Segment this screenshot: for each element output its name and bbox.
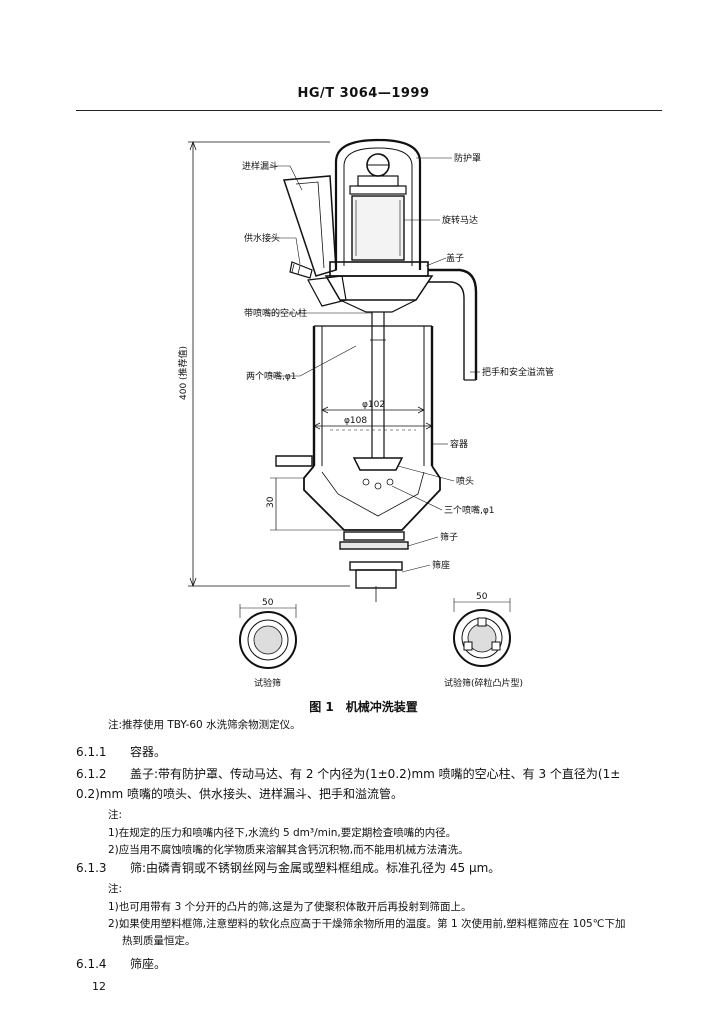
section-text: 筛:由磷青铜或不锈钢丝网与金属或塑料框组成。标准孔径为 45 μm。 — [130, 861, 501, 875]
label-guard-cover: 防护罩 — [454, 152, 481, 164]
section-number: 6.1.1 — [76, 745, 107, 759]
guard-cover — [334, 138, 422, 270]
notes-613-title: 注: — [108, 883, 123, 895]
notes-612-item-2: 2)应当用不腐蚀喷嘴的化学物质来溶解其含钙沉积物,而不能用机械方法清洗。 — [108, 844, 469, 856]
water-connector — [289, 261, 313, 279]
label-two-nozzles: 两个喷嘴,φ1 — [246, 371, 297, 382]
section-number: 6.1.2 — [76, 767, 107, 781]
label-hollow-column: 带喷嘴的空心柱 — [244, 307, 307, 319]
lid — [324, 261, 434, 313]
page-number: 12 — [92, 980, 106, 993]
section-6-1-2-cont: 0.2)mm 喷嘴的喷头、供水接头、进样漏斗、把手和溢流管。 — [76, 787, 403, 801]
rotary-motor — [351, 195, 405, 261]
spray-head — [352, 457, 404, 490]
leader-lines — [268, 157, 480, 573]
header-rule — [76, 110, 662, 111]
label-container: 容器 — [450, 438, 468, 450]
sieve-base — [349, 561, 403, 602]
height-label: 400 (推荐值) — [177, 346, 189, 400]
test-sieve-bump — [453, 598, 511, 667]
label-rotary-motor: 旋转马达 — [442, 214, 478, 226]
label-water-connector: 供水接头 — [244, 232, 280, 244]
section-text: 盖子:带有防护罩、传动马达、有 2 个内径为(1±0.2)mm 喷嘴的空心柱、有… — [130, 767, 621, 781]
section-number: 6.1.4 — [76, 957, 107, 971]
notes-613-item-1: 1)也可用带有 3 个分开的凸片的筛,这是为了使聚积体散开后再投射到筛面上。 — [108, 901, 472, 913]
notes-613-item-2: 2)如果使用塑料框筛,注意塑料的软化点应高于干燥筛余物所用的温度。第 1 次使用… — [108, 918, 626, 930]
overflow-pipe-handle — [428, 268, 478, 381]
label-spray-head: 喷头 — [456, 476, 474, 487]
section-6-1-3: 6.1.3 筛:由磷青铜或不锈钢丝网与金属或塑料框组成。标准孔径为 45 μm。 — [76, 860, 500, 877]
diameter-dimensions — [313, 406, 433, 430]
figure-title: 机械冲洗装置 — [345, 700, 418, 714]
label-dia-108: φ108 — [344, 416, 367, 426]
label-dim-30: 30 — [266, 496, 276, 508]
label-dim-50-right: 50 — [476, 592, 488, 602]
apparatus-figure: 400 (推荐值) — [177, 138, 554, 689]
label-dim-50-left: 50 — [262, 598, 274, 608]
label-three-nozzles: 三个喷嘴,φ1 — [444, 505, 495, 516]
container — [275, 325, 441, 531]
figure-note: 注:推荐使用 TBY-60 水洗筛余物测定仪。 — [108, 719, 301, 731]
label-sieve: 筛子 — [440, 531, 458, 543]
label-test-sieve-bump: 试验筛(碎粒凸片型) — [444, 677, 523, 689]
section-text: 容器。 — [130, 745, 167, 759]
notes-612-title: 注: — [108, 809, 123, 821]
label-feed-funnel: 进样漏斗 — [242, 160, 278, 172]
section-number: 6.1.3 — [76, 861, 107, 875]
test-sieve-plain — [239, 604, 297, 669]
figure-caption: 图 1 机械冲洗装置 — [0, 698, 727, 715]
dim-30 — [270, 477, 344, 531]
section-6-1-2: 6.1.2 盖子:带有防护罩、传动马达、有 2 个内径为(1±0.2)mm 喷嘴的… — [76, 766, 666, 783]
label-test-sieve: 试验筛 — [254, 677, 281, 689]
section-text: 筛座。 — [130, 957, 167, 971]
section-6-1-1: 6.1.1 容器。 — [76, 744, 166, 761]
hollow-column — [370, 312, 386, 458]
figure-number: 图 1 — [309, 700, 334, 714]
section-6-1-4: 6.1.4 筛座。 — [76, 956, 166, 973]
height-dimension — [188, 140, 350, 588]
notes-613-item-2-cont: 热到质量恒定。 — [122, 935, 196, 947]
notes-612-item-1: 1)在规定的压力和喷嘴内径下,水流约 5 dm³/min,要定期检查喷嘴的内径。 — [108, 827, 457, 839]
label-sieve-base: 筛座 — [432, 559, 450, 571]
standard-code-header: HG/T 3064—1999 — [297, 86, 430, 101]
label-lid: 盖子 — [446, 252, 464, 264]
label-handle-overflow: 把手和安全溢流管 — [482, 366, 554, 378]
sieve — [339, 531, 409, 550]
feed-funnel — [282, 175, 347, 307]
label-dia-102: φ102 — [362, 400, 385, 410]
